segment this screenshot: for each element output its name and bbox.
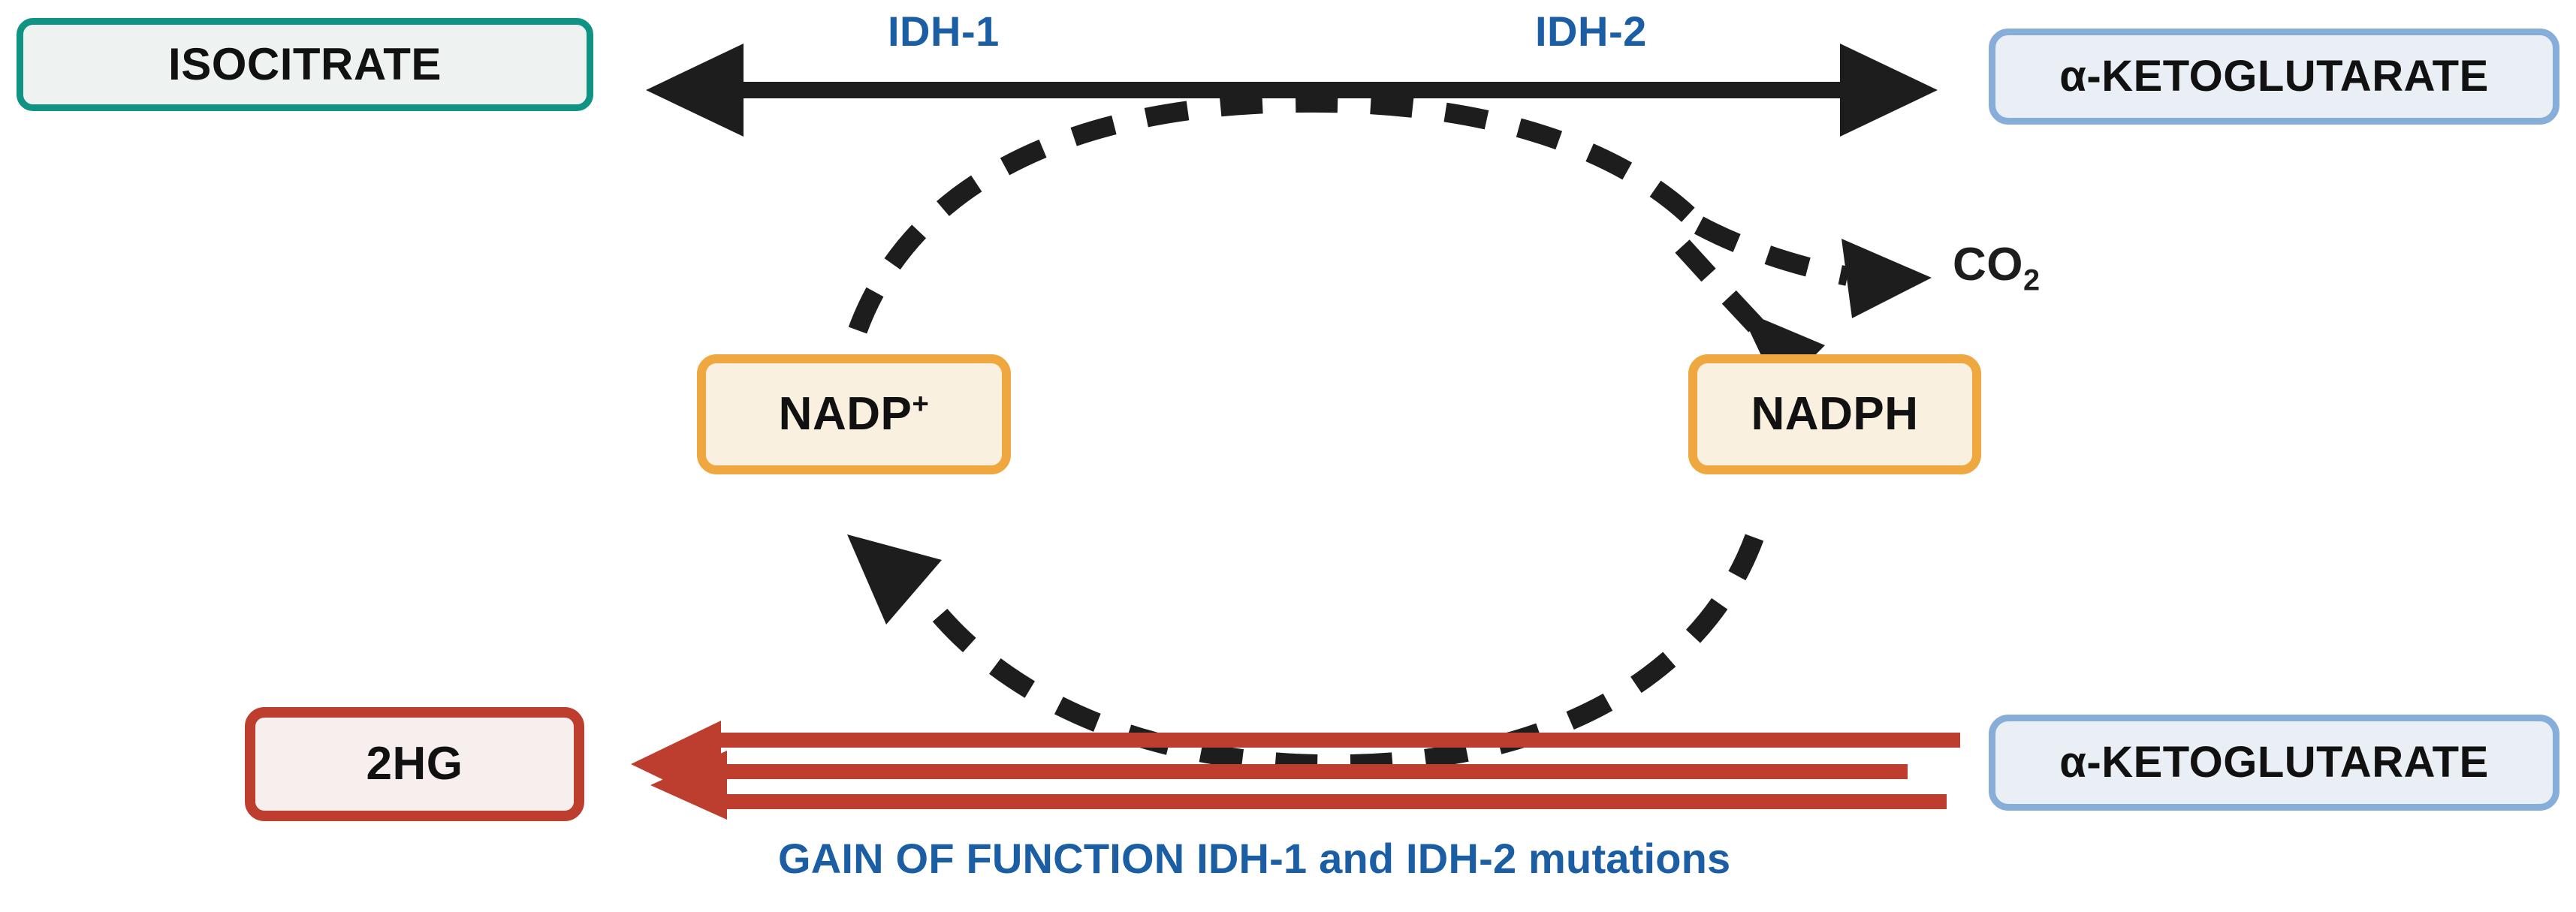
nadph-branch-dashed-path	[1675, 239, 1763, 333]
main-arrow-head-left	[646, 44, 744, 137]
node-nadp-plus-superscript: +	[912, 387, 930, 420]
co2-branch-dashed-path	[1694, 216, 1850, 286]
node-isocitrate-label: ISOCITRATE	[168, 39, 442, 89]
enzyme-label-idh1: IDH-1	[888, 8, 1000, 55]
mutant-reaction-arrow	[631, 721, 1960, 820]
red-arrow-head-lower	[650, 751, 727, 820]
nadph-consumed-arc	[847, 534, 1764, 775]
node-2hg[interactable]: 2HG	[245, 707, 584, 821]
node-nadp-plus-label-base: NADP	[778, 388, 912, 440]
node-alpha-ketoglutarate-top-label: α-KETOGLUTARATE	[2059, 52, 2489, 101]
co2-label-base: CO	[1953, 239, 2023, 290]
node-nadp-plus-label: NADP+	[778, 388, 930, 440]
lower-arc-dashed-path	[914, 534, 1764, 775]
red-arrow-head-upper	[631, 721, 721, 808]
co2-arrow-head	[1842, 239, 1932, 318]
upper-arc-dashed-path	[848, 92, 1706, 334]
node-nadp-plus[interactable]: NADP+	[697, 354, 1011, 474]
node-alpha-ketoglutarate-top[interactable]: α-KETOGLUTARATE	[1989, 29, 2559, 125]
co2-release-branch	[1694, 216, 1932, 318]
gain-of-function-caption: GAIN OF FUNCTION IDH-1 and IDH-2 mutatio…	[778, 835, 1731, 882]
node-alpha-ketoglutarate-bottom-label: α-KETOGLUTARATE	[2059, 738, 2489, 787]
node-nadph[interactable]: NADPH	[1688, 354, 1981, 474]
enzyme-label-idh2: IDH-2	[1535, 8, 1647, 55]
node-isocitrate[interactable]: ISOCITRATE	[17, 18, 593, 111]
co2-label: CO2	[1953, 239, 2041, 296]
main-arrow-head-right	[1840, 44, 1938, 137]
node-alpha-ketoglutarate-bottom[interactable]: α-KETOGLUTARATE	[1989, 715, 2559, 811]
node-nadph-label: NADPH	[1751, 388, 1919, 440]
main-reversible-arrow	[646, 44, 1938, 137]
lower-arc-arrow-head	[847, 534, 942, 625]
nadp-plus-consumed-arc	[848, 92, 1706, 334]
node-2hg-label: 2HG	[366, 738, 463, 790]
co2-label-subscript: 2	[2023, 263, 2041, 297]
